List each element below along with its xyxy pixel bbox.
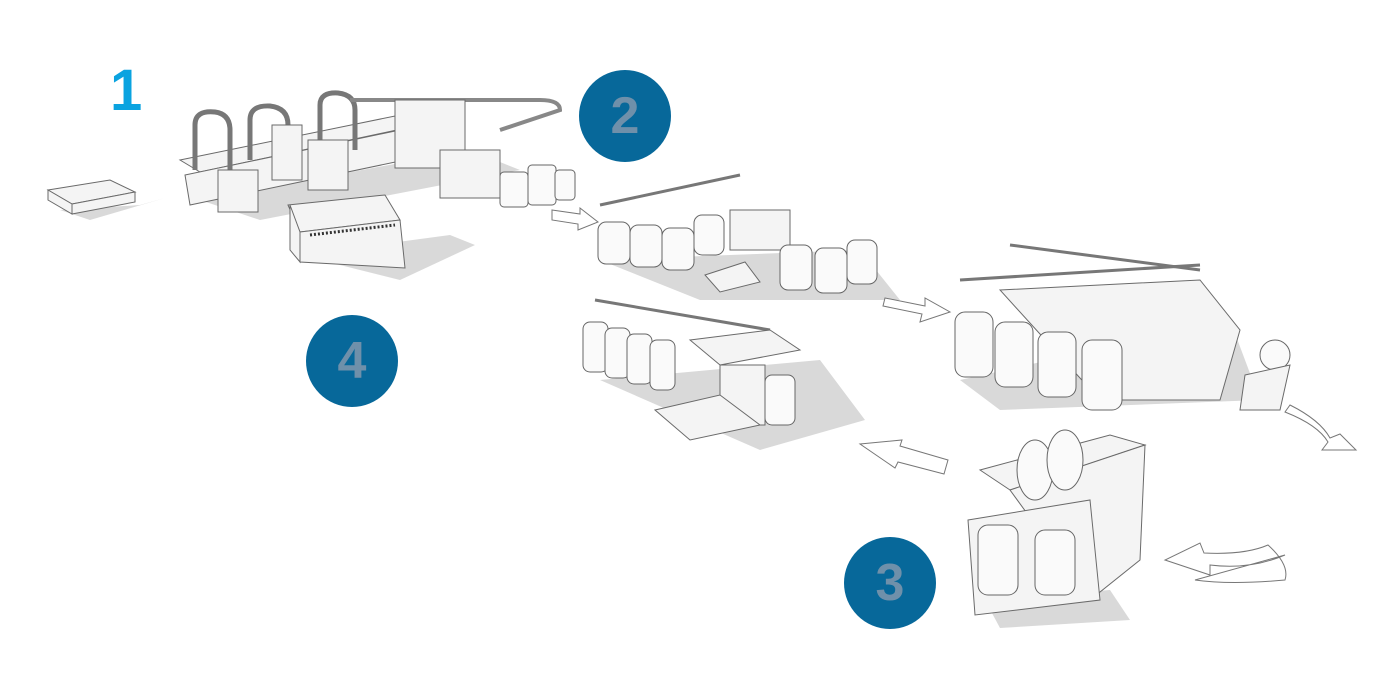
- flow-arrows: [551, 206, 1358, 583]
- drawing-frame: [499, 164, 576, 208]
- arrow-icon: [1284, 404, 1358, 451]
- step-number-3: 3: [875, 554, 905, 612]
- step-number-2: 2: [610, 87, 640, 145]
- carding-machine: [287, 194, 475, 280]
- step-badge-2: 2: [579, 70, 671, 162]
- winding-machine: [967, 429, 1147, 628]
- step-badge-3: 3: [844, 537, 936, 629]
- arrow-icon: [858, 439, 949, 475]
- arrow-icon: [1163, 542, 1287, 583]
- arrow-icon: [882, 297, 952, 323]
- roving-frame: [582, 298, 865, 450]
- step-number-1: 1: [110, 58, 143, 123]
- blowroom-line: [178, 90, 563, 220]
- step-badge-4: 4: [306, 315, 398, 407]
- cotton-bales: [46, 179, 165, 220]
- comber-machines: [597, 173, 900, 300]
- ring-spinning-frame: [954, 243, 1291, 411]
- arrow-icon: [551, 206, 599, 231]
- step-number-4: 4: [337, 332, 367, 390]
